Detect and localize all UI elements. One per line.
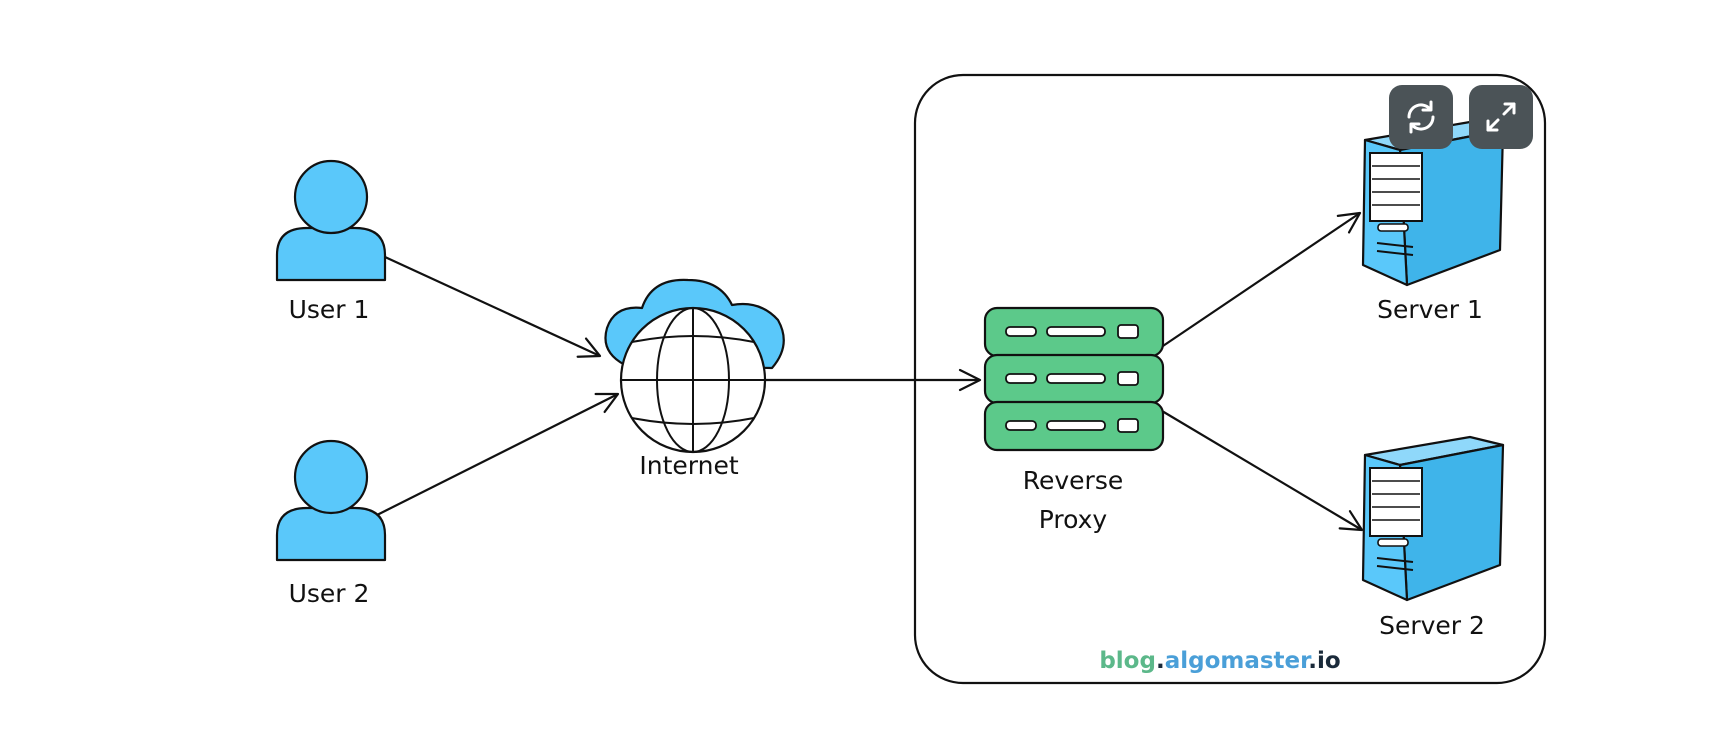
refresh-icon <box>1407 100 1435 134</box>
user-2-label: User 2 <box>289 579 370 608</box>
user-1-label: User 1 <box>289 295 370 324</box>
expand-button[interactable] <box>1469 85 1533 149</box>
edge-user2-internet <box>372 392 620 518</box>
edge-proxy-server1 <box>1156 211 1362 351</box>
user-2-node: User 2 <box>275 439 387 608</box>
server-2-label: Server 2 <box>1379 611 1485 640</box>
server-2-node: Server 2 <box>1361 435 1505 640</box>
edge-user1-internet <box>384 256 602 358</box>
cloud-globe-icon <box>604 278 785 454</box>
watermark: blog.algomaster.io <box>1099 648 1340 674</box>
watermark-algomaster: algomaster <box>1165 648 1312 674</box>
expand-icon <box>1486 102 1516 132</box>
server-tower-icon <box>1361 120 1505 287</box>
reverse-proxy-node: Reverse Proxy <box>983 306 1165 534</box>
refresh-button[interactable] <box>1389 85 1453 149</box>
watermark-io: io <box>1317 648 1341 674</box>
user-1-icon <box>275 159 387 282</box>
server-rack-icon <box>983 306 1165 452</box>
user-1-node: User 1 <box>275 159 387 324</box>
edge-proxy-server2 <box>1156 407 1364 532</box>
internet-node: Internet <box>604 278 785 480</box>
proxy-label-line2: Proxy <box>1039 505 1108 534</box>
connectors <box>372 211 1364 532</box>
watermark-dot-1: . <box>1156 648 1165 674</box>
watermark-blog: blog <box>1099 648 1156 674</box>
user-2-icon <box>275 439 387 562</box>
server-1-node: Server 1 <box>1361 120 1505 324</box>
server-1-label: Server 1 <box>1377 295 1483 324</box>
server-tower-icon <box>1361 435 1505 602</box>
watermark-dot-2: . <box>1308 648 1317 674</box>
internet-label: Internet <box>639 451 738 480</box>
proxy-label-line1: Reverse <box>1023 466 1124 495</box>
